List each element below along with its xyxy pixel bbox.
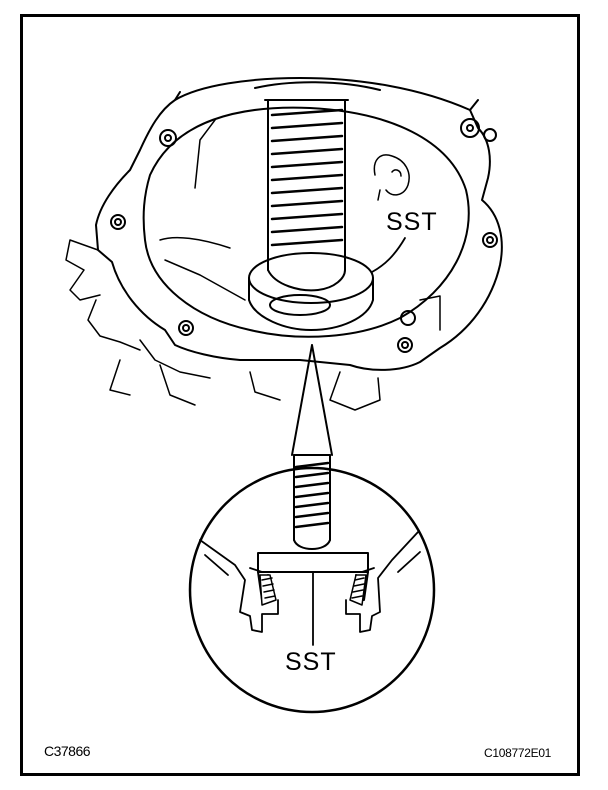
bolt-bosses — [110, 118, 498, 353]
housing-section-detail — [199, 531, 421, 633]
seal-right — [349, 574, 367, 606]
seal-left — [259, 574, 277, 606]
figure-frame — [20, 14, 580, 776]
sst-screw-detail — [293, 454, 331, 550]
upper-cover-arc — [254, 81, 381, 91]
sst-plate-detail — [257, 552, 369, 573]
right-casting-lines — [249, 295, 441, 411]
sst-upper-leader — [371, 237, 406, 273]
housing-bore — [142, 106, 470, 338]
sst-label-detail: SST — [285, 648, 337, 676]
sst-label-upper: SST — [386, 208, 438, 236]
figure-code-right: C108772E01 — [484, 746, 552, 760]
sst-base-upper — [248, 252, 374, 331]
upper-cover-step — [174, 91, 479, 111]
sst-screw-upper — [264, 99, 349, 292]
finger-sketch — [373, 154, 410, 201]
housing-outline — [95, 77, 503, 371]
detail-circle — [188, 466, 436, 714]
detail-pointer — [291, 344, 333, 456]
left-casting-lines — [65, 119, 246, 406]
figure-code-left: C37866 — [44, 743, 91, 759]
